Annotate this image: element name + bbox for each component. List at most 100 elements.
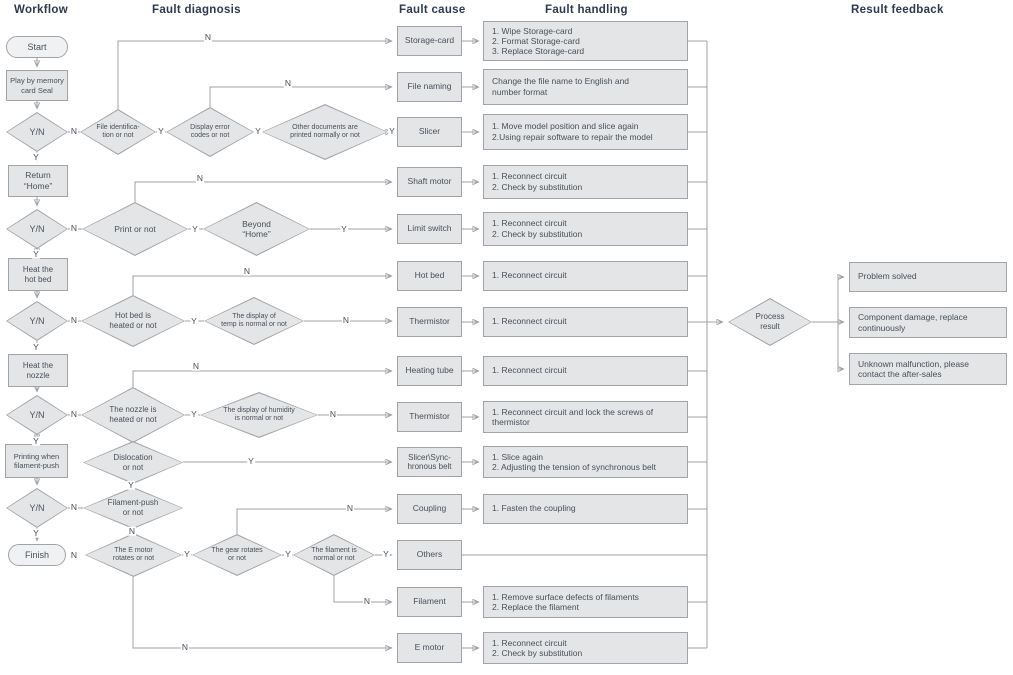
decision-filament-push: Filament-push or not	[83, 487, 183, 529]
header-workflow: Workflow	[14, 4, 68, 16]
decision-label: Y/N	[29, 409, 45, 420]
decision-e-motor-rotates: The E motor rotates or not	[85, 533, 182, 577]
cause-thermistor-2: Thermistor	[397, 402, 462, 432]
header-result-feedback: Result feedback	[851, 4, 944, 16]
edge-label: Y	[32, 341, 40, 352]
edge-label: Y	[157, 125, 165, 136]
result-unknown-malfunction: Unknown malfunction, please contact the …	[849, 353, 1007, 385]
edge-label: Y	[32, 248, 40, 259]
decision-label: Y/N	[29, 126, 45, 137]
edge-label: Y	[32, 435, 40, 446]
decision-label: The nozzle is heated or not	[109, 405, 157, 424]
edge-label: Y	[190, 408, 198, 419]
decision-label: File identifica- tion or not	[96, 123, 140, 139]
edge-label: N	[283, 77, 293, 88]
cause-limit-switch: Limit switch	[397, 214, 462, 244]
decision-label: Print or not	[114, 223, 156, 234]
edge-label: N	[191, 360, 201, 371]
header-fault-diagnosis: Fault diagnosis	[152, 4, 241, 16]
decision-label: Other documents are printed normally or …	[290, 123, 360, 139]
edge-label: Y	[32, 527, 40, 538]
edge-label: Y	[340, 223, 348, 234]
decision-label: Y/N	[29, 315, 45, 326]
handling-hot-bed: 1. Reconnect circuit	[483, 261, 688, 291]
step-return-home: Return “Home”	[8, 165, 68, 197]
decision-label: Beyond “Home”	[242, 218, 271, 239]
cause-file-naming: File naming	[397, 72, 462, 102]
edge-label: N	[345, 502, 355, 513]
decision-yn-5: Y/N	[6, 488, 68, 528]
cause-others: Others	[397, 540, 462, 570]
decision-label: The display of temp is normal or not	[221, 312, 287, 328]
step-heat-hot-bed: Heat the hot bed	[8, 258, 68, 291]
handling-limit-switch: 1. Reconnect circuit 2. Check by substit…	[483, 212, 688, 246]
handling-slicer: 1. Move model position and slice again 2…	[483, 114, 688, 150]
decision-process-result: Process result	[728, 298, 812, 346]
edge-label: N	[195, 172, 205, 183]
cause-storage-card: Storage-card	[397, 26, 462, 56]
handling-thermistor-1: 1. Reconnect circuit	[483, 307, 688, 337]
cause-coupling: Coupling	[397, 494, 462, 524]
edge-label: Y	[127, 479, 135, 490]
decision-label: The E motor rotates or not	[112, 546, 155, 562]
header-fault-handling: Fault handling	[545, 4, 628, 16]
edge-label: N	[69, 222, 79, 233]
cause-heating-tube: Heating tube	[397, 356, 462, 386]
decision-label: Display error codes or not	[190, 123, 230, 139]
handling-shaft-motor: 1. Reconnect circuit 2. Check by substit…	[483, 165, 688, 199]
edge-label: Y	[382, 548, 390, 559]
decision-hot-bed-heated: Hot bed is heated or not	[81, 295, 185, 347]
start-terminal: Start	[6, 36, 68, 58]
decision-label: The filament is normal or not	[311, 546, 357, 562]
edge-label: N	[341, 314, 351, 325]
edge-label: N	[328, 408, 338, 419]
result-problem-solved: Problem solved	[849, 262, 1007, 292]
edge-label: N	[242, 265, 252, 276]
edge-label: N	[69, 549, 79, 560]
decision-label: Y/N	[29, 502, 45, 513]
decision-label: The gear rotates or not	[211, 546, 263, 562]
edge-label: Y	[247, 455, 255, 466]
handling-heating-tube: 1. Reconnect circuit	[483, 356, 688, 386]
decision-yn-1: Y/N	[6, 112, 68, 152]
edge-label: N	[69, 501, 79, 512]
edge-label: N	[69, 314, 79, 325]
decision-display-error-codes: Display error codes or not	[166, 107, 254, 157]
edge-label: N	[69, 125, 79, 136]
step-printing-filament-push: Printing when filament-push	[5, 444, 68, 478]
result-component-damage: Component damage, replace continuously	[849, 307, 1007, 338]
decision-label: Y/N	[29, 223, 45, 234]
decision-label: Dislocation or not	[113, 452, 153, 472]
decision-other-documents: Other documents are printed normally or …	[262, 104, 388, 160]
handling-filament: 1. Remove surface defects of filaments 2…	[483, 586, 688, 618]
step-play-memory-card: Play by memory card Seal	[6, 70, 68, 101]
decision-gear-rotates: The gear rotates or not	[192, 534, 282, 576]
edge-label: N	[69, 408, 79, 419]
edge-label: N	[127, 525, 137, 536]
cause-filament: Filament	[397, 587, 462, 617]
cause-slicer: Slicer	[397, 117, 462, 147]
decision-humidity-normal: The display of humidity is normal or not	[200, 392, 318, 438]
cause-shaft-motor: Shaft motor	[397, 167, 462, 197]
decision-beyond-home: Beyond “Home”	[203, 202, 310, 256]
finish-terminal: Finish	[8, 544, 66, 566]
edge-label: Y	[388, 125, 396, 136]
decision-dislocation: Dislocation or not	[83, 441, 183, 484]
decision-label: Hot bed is heated or not	[109, 311, 157, 330]
cause-slicer-sync-belt: Slicer\Sync- hronous belt	[397, 447, 462, 477]
edge-label: Y	[191, 223, 199, 234]
decision-nozzle-heated: The nozzle is heated or not	[81, 387, 185, 443]
decision-label: Process result	[755, 312, 785, 331]
edge-label: N	[362, 595, 372, 606]
decision-label: The display of humidity is normal or not	[223, 406, 295, 422]
decision-yn-3: Y/N	[6, 301, 68, 341]
cause-thermistor-1: Thermistor	[397, 307, 462, 337]
decision-label: Filament-push or not	[107, 498, 159, 517]
handling-thermistor-2: 1. Reconnect circuit and lock the screws…	[483, 401, 688, 433]
edge-label: Y	[284, 548, 292, 559]
cause-hot-bed: Hot bed	[397, 261, 462, 291]
handling-sync-belt: 1. Slice again 2. Adjusting the tension …	[483, 446, 688, 478]
decision-file-identification: File identifica- tion or not	[80, 109, 156, 155]
edge-label: Y	[254, 125, 262, 136]
